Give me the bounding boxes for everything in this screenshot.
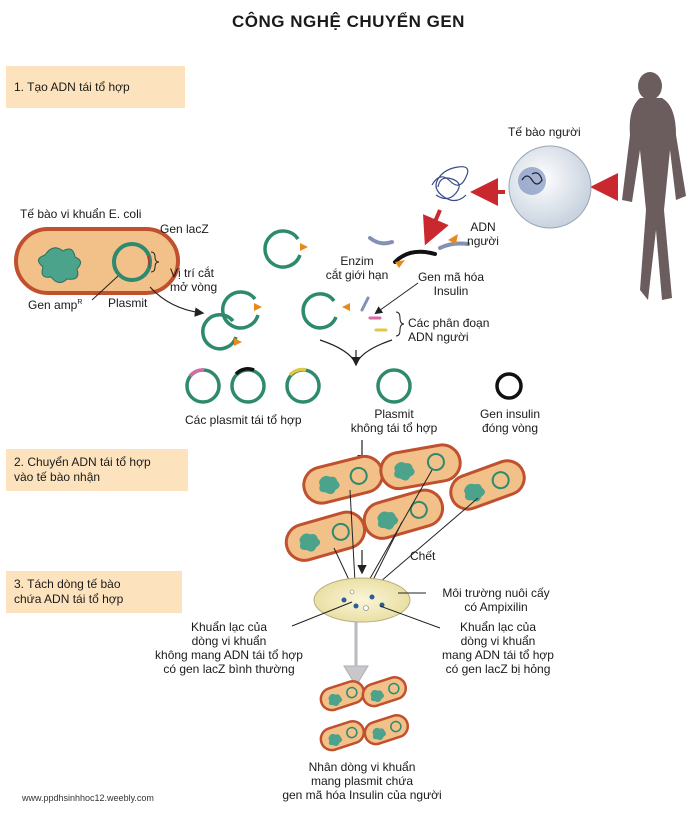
enzyme-wedge-left — [395, 260, 405, 268]
nonrecombinant-plasmid — [376, 368, 412, 404]
enzyme-wedges — [234, 243, 350, 346]
label-ecoli-cell: Tế bào vi khuẩn E. coli — [20, 207, 142, 221]
label-plasmid: Plasmit — [108, 296, 148, 310]
arrow-dna-down — [423, 209, 449, 246]
petri-dish — [313, 577, 411, 623]
cut-dna-strands — [368, 236, 470, 264]
lacz-brace — [150, 251, 160, 273]
dna-fragments — [360, 296, 388, 332]
label-recombinant-plasmids: Các plasmit tái tổ hợp — [185, 413, 302, 427]
clone-arrow — [343, 621, 369, 687]
insulin-gene-pointer — [374, 282, 419, 315]
ecoli-cell — [14, 227, 180, 295]
circular-insulin-gene — [495, 372, 523, 400]
pointer-lines-to-dish — [333, 469, 479, 583]
step-1-label: 1. Tạo ADN tái tổ hợp — [14, 79, 130, 94]
gene-amp-pointer — [91, 275, 119, 301]
human-cell — [508, 145, 592, 229]
page-title: CÔNG NGHỆ CHUYỂN GEN — [232, 12, 465, 31]
open-plasmids — [201, 229, 338, 351]
enzyme-wedge-right — [448, 234, 458, 244]
step-1-box: 1. Tạo ADN tái tổ hợp — [6, 66, 185, 108]
colony-left-pointer — [291, 601, 353, 627]
label-gene-lacz: Gen lacZ — [160, 222, 209, 236]
label-gene-amp: Gen ampR — [28, 298, 83, 312]
arrow-ecoli-to-plasmid — [149, 286, 205, 317]
human-silhouette — [622, 72, 686, 300]
transformed-bacteria — [284, 443, 526, 562]
recombinant-plasmid-row — [185, 367, 321, 404]
label-human-cell: Tế bào người — [508, 125, 581, 139]
human-dna-tangle — [431, 166, 469, 202]
cloned-bacteria — [319, 676, 410, 752]
footer-url: www.ppdhsinhhoc12.weebly.com — [22, 793, 154, 803]
colony-right-pointer — [379, 605, 441, 629]
label-dead: Chết — [410, 549, 436, 563]
fragments-brace — [395, 311, 405, 337]
